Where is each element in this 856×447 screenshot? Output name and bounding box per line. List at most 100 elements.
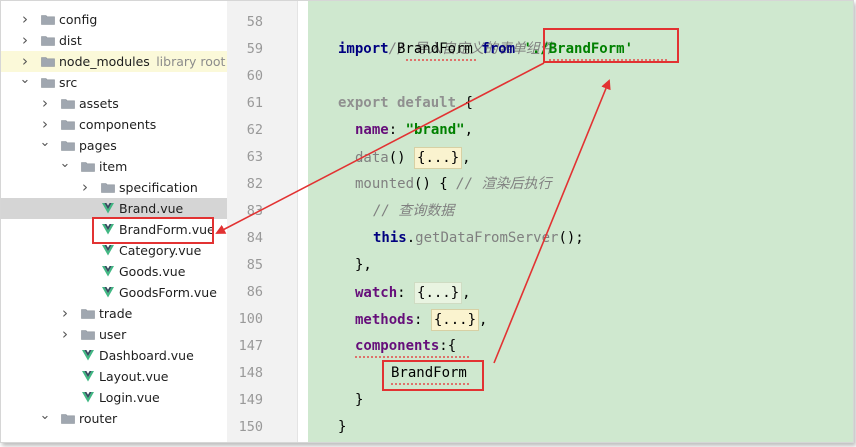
folded-block[interactable]: {...} xyxy=(430,309,480,331)
tree-item-goodsform-vue[interactable]: GoodsForm.vue xyxy=(1,282,227,303)
folded-block[interactable]: {...} xyxy=(414,282,463,304)
property-components: components xyxy=(355,338,440,354)
tree-item-label: Category.vue xyxy=(119,243,202,258)
chevron-down-icon[interactable]: ⌄ xyxy=(59,156,71,171)
code-line-150: } xyxy=(338,419,347,435)
typo-squiggle xyxy=(355,355,470,358)
vue-file-icon xyxy=(82,371,94,382)
tree-item-login-vue[interactable]: Login.vue xyxy=(1,387,227,408)
tree-item-dist[interactable]: › dist xyxy=(1,30,227,51)
tree-item-label: Dashboard.vue xyxy=(99,348,194,363)
tree-item-config[interactable]: › config xyxy=(1,9,227,30)
tree-item-label: Login.vue xyxy=(99,390,160,405)
chevron-right-icon[interactable]: › xyxy=(42,115,48,133)
code-line-82: mounted() { // 渲染后执行 xyxy=(355,176,552,192)
tree-item-label: router xyxy=(79,411,118,426)
folder-icon xyxy=(81,329,95,340)
line-number: 62 xyxy=(246,122,263,138)
tree-item-label: trade xyxy=(99,306,133,321)
tree-item-label: Layout.vue xyxy=(99,369,169,384)
line-number: 149 xyxy=(238,392,263,408)
tree-item-specification[interactable]: ›specification xyxy=(1,177,227,198)
tree-item-user[interactable]: ›user xyxy=(1,324,227,345)
code-line-86: watch: {...}, xyxy=(355,279,471,306)
folder-icon xyxy=(61,140,75,151)
tree-item-components[interactable]: ›components xyxy=(1,114,227,135)
line-number: 148 xyxy=(238,365,263,381)
chevron-down-icon[interactable]: ⌄ xyxy=(39,135,51,150)
line-number: 61 xyxy=(246,95,263,111)
tree-item-label: node_modules xyxy=(59,54,150,69)
line-number: 83 xyxy=(246,203,263,219)
comment: // 导入自定义的表单组件 xyxy=(388,41,554,57)
code-line-85: }, xyxy=(355,257,372,273)
folder-icon xyxy=(41,14,55,25)
keyword-this: this xyxy=(373,230,407,246)
keyword-import: import xyxy=(338,41,389,57)
line-number: 85 xyxy=(246,257,263,273)
vue-file-icon xyxy=(102,224,114,235)
chevron-right-icon[interactable]: › xyxy=(22,52,28,70)
typo-squiggle xyxy=(549,58,669,61)
import-path-string: './BrandForm' xyxy=(523,41,634,57)
method-mounted: mounted xyxy=(355,176,415,192)
tree-item-item[interactable]: ⌄ item xyxy=(1,156,227,177)
code-editor[interactable]: // 导入自定义的表单组件 import BrandForm from './B… xyxy=(298,1,853,442)
chevron-right-icon[interactable]: › xyxy=(22,10,28,28)
tree-item-goods-vue[interactable]: Goods.vue xyxy=(1,261,227,282)
tree-item-label: dist xyxy=(59,33,82,48)
property-methods: methods xyxy=(355,312,415,328)
property-name: name xyxy=(355,122,389,138)
tree-item-label: assets xyxy=(79,96,119,111)
chevron-right-icon[interactable]: › xyxy=(62,304,68,322)
chevron-down-icon[interactable]: ⌄ xyxy=(39,408,51,423)
folded-block[interactable]: {...} xyxy=(414,147,463,169)
tree-item-assets[interactable]: › assets xyxy=(1,93,227,114)
comment: // 渲染后执行 xyxy=(456,176,552,192)
tree-item-layout-vue[interactable]: Layout.vue xyxy=(1,366,227,387)
annotation-box-import-path xyxy=(543,28,679,63)
code-line-59: import BrandForm from './BrandForm' xyxy=(338,36,633,63)
code-line-58: // 导入自定义的表单组件 xyxy=(338,9,554,57)
line-number: 150 xyxy=(238,419,263,435)
folder-icon xyxy=(41,56,55,67)
folder-icon xyxy=(41,35,55,46)
line-number: 59 xyxy=(246,41,263,57)
code-line-147: components:{ xyxy=(355,338,457,354)
line-number: 100 xyxy=(238,311,263,327)
typo-squiggle xyxy=(391,382,471,385)
tree-item-brandform-vue[interactable]: BrandForm.vue xyxy=(1,219,227,240)
code-line-63: data() {...}, xyxy=(355,144,471,171)
tree-item-brand-vue[interactable]: Brand.vue xyxy=(1,198,227,219)
tree-item-label: GoodsForm.vue xyxy=(119,285,217,300)
tree-item-pages[interactable]: ⌄pages xyxy=(1,135,227,156)
line-number: 58 xyxy=(246,14,263,30)
chevron-right-icon[interactable]: › xyxy=(42,94,48,112)
vue-file-icon xyxy=(82,350,94,361)
chevron-right-icon[interactable]: › xyxy=(22,31,28,49)
tree-item-label: config xyxy=(59,12,98,27)
chevron-down-icon[interactable]: ⌄ xyxy=(19,72,31,87)
tree-item-label: item xyxy=(99,159,128,174)
vue-file-icon xyxy=(102,245,114,256)
tree-item-trade[interactable]: › trade xyxy=(1,303,227,324)
line-number: 63 xyxy=(246,149,263,165)
vue-file-icon xyxy=(102,203,114,214)
tree-item-router[interactable]: ⌄ router xyxy=(1,408,227,429)
folder-icon xyxy=(81,161,95,172)
annotation-box-brandform-file xyxy=(92,217,214,244)
identifier: BrandForm xyxy=(388,41,482,57)
folder-icon xyxy=(81,308,95,319)
code-line-149: } xyxy=(355,392,364,408)
tree-item-dashboard-vue[interactable]: Dashboard.vue xyxy=(1,345,227,366)
tree-item-category-vue[interactable]: Category.vue xyxy=(1,240,227,261)
chevron-right-icon[interactable]: › xyxy=(82,178,88,196)
tree-item-src[interactable]: ⌄src xyxy=(1,72,227,93)
line-number: 60 xyxy=(246,68,263,84)
line-number: 84 xyxy=(246,230,263,246)
folder-icon xyxy=(61,413,75,424)
tree-item-label: Brand.vue xyxy=(119,201,184,216)
chevron-right-icon[interactable]: › xyxy=(62,325,68,343)
